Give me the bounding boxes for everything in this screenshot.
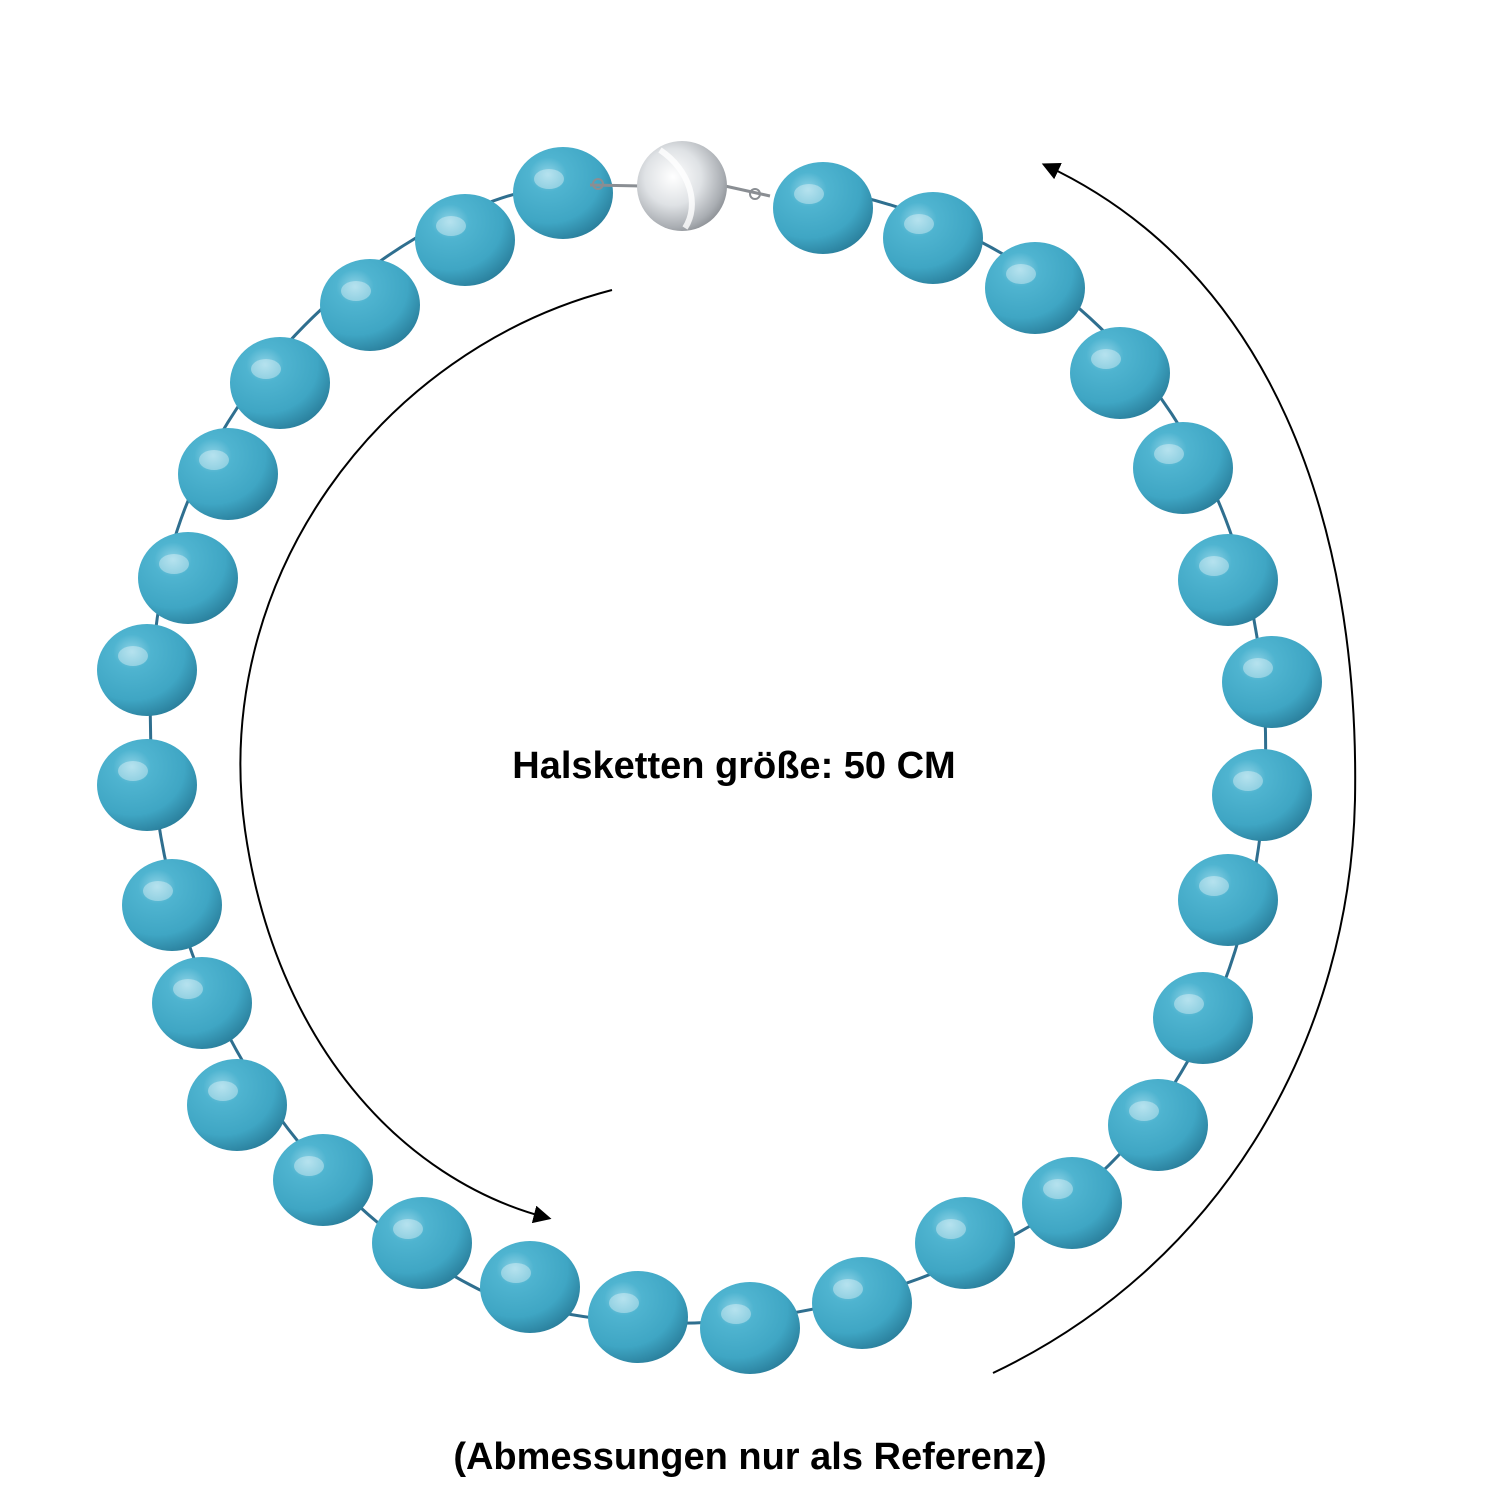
bead (187, 1059, 287, 1151)
bead (97, 739, 197, 831)
bead (122, 859, 222, 951)
bead (1108, 1079, 1208, 1171)
bead (513, 147, 613, 239)
bead (178, 428, 278, 520)
bead (883, 192, 983, 284)
bead (372, 1197, 472, 1289)
bead-group (97, 147, 1322, 1374)
bead (1133, 422, 1233, 514)
bead (230, 337, 330, 429)
arrow-icon (992, 162, 1357, 1374)
bead (1178, 534, 1278, 626)
bead (773, 162, 873, 254)
arrow-icon (239, 289, 613, 1224)
clasp-icon (589, 141, 771, 231)
bead (273, 1134, 373, 1226)
bead (812, 1257, 912, 1349)
bead (1070, 327, 1170, 419)
bead (1222, 636, 1322, 728)
bead (588, 1271, 688, 1363)
bead (1022, 1157, 1122, 1249)
bead (480, 1241, 580, 1333)
necklace-size-label: Halsketten größe: 50 CM (512, 745, 956, 787)
bead (138, 532, 238, 624)
bead (97, 624, 197, 716)
bead (1212, 749, 1312, 841)
reference-note: (Abmessungen nur als Referenz) (453, 1436, 1047, 1478)
bead (415, 194, 515, 286)
bead (1178, 854, 1278, 946)
bead (700, 1282, 800, 1374)
bead (320, 259, 420, 351)
bead (985, 242, 1085, 334)
bead (1153, 972, 1253, 1064)
bead (915, 1197, 1015, 1289)
bead (152, 957, 252, 1049)
